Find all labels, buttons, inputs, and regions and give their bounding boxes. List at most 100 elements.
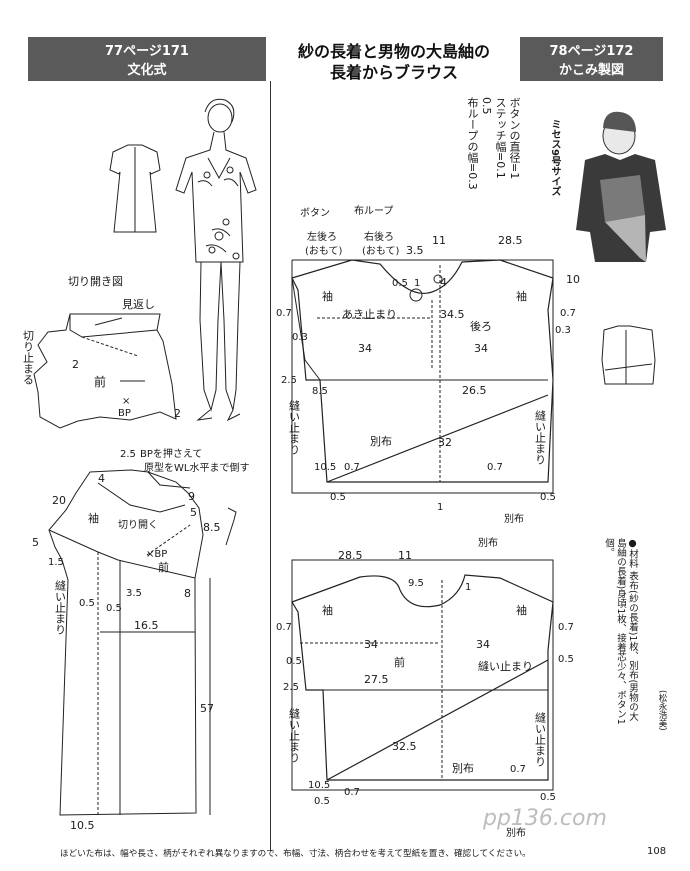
n105-label: 10.5 (314, 462, 336, 473)
n35-label: 3.5 (126, 588, 142, 599)
b-sode-r-label: 袖 (516, 603, 527, 617)
n1b-label: 1 (437, 502, 443, 513)
front-pattern-right (291, 559, 554, 791)
n35-label: 3.5 (406, 244, 424, 257)
b-nuidomari-label: 縫い止まり (478, 659, 533, 673)
sode-l-label: 袖 (322, 289, 333, 303)
left-column-drawing: 切り開き図 見返し 切り止まる 2 前 × BP 2 2.5 BPを押さえて 原… (22, 98, 257, 832)
back-pattern (291, 259, 554, 494)
bp-label: BP (118, 408, 131, 419)
n25-label: 2.5 (281, 375, 297, 386)
size-note: ミセス9号サイズ (549, 119, 560, 196)
n9-label: 9 (188, 490, 195, 503)
n05a-label: 0.5 (79, 598, 95, 609)
header-right: 78ページ172 かこみ製図 (520, 37, 663, 81)
akidomari-label: あき止まり (342, 308, 397, 321)
sode-r-label: 袖 (516, 289, 527, 303)
b-n05d-label: 0.5 (540, 792, 556, 803)
b-betsununo2-label: 別布 (452, 762, 474, 775)
b-n11-label: 11 (398, 549, 412, 562)
credit: (松永浩美) (657, 690, 667, 731)
b-n1-label: 1 (465, 582, 471, 593)
kirihiraki-label: 切り開き図 (68, 275, 123, 288)
front-pattern (48, 469, 237, 816)
n165-label: 16.5 (134, 619, 159, 632)
header-left-method: 文化式 (127, 63, 167, 78)
b-nui-r-label: 縫い止まり (534, 711, 547, 767)
b-n285-label: 28.5 (338, 549, 363, 562)
header-right-page: 78ページ172 (549, 44, 634, 59)
n20-label: 20 (52, 494, 66, 507)
n05b-label: 0.5 (106, 603, 122, 614)
materials-line1: ●材料 表布(紗の長着)1枚、別布(男物の大 (627, 538, 638, 722)
title-line1: 紗の長着と男物の大島紬の (297, 42, 490, 61)
b-n105-label: 10.5 (308, 780, 330, 791)
kiridome-label: 切り止まる (22, 330, 35, 385)
mikaeshi-label: 見返し (122, 298, 155, 311)
hidari-label: 左後ろ (307, 230, 337, 243)
button-note-line4: 布ループの幅=0.3 (466, 97, 479, 190)
b-n34a-label: 34 (364, 638, 378, 651)
bp-note2: 原型をWL水平まで倒す (144, 461, 249, 474)
n57-label: 57 (200, 702, 214, 715)
right-column-drawing: ボタン 布ループ 左後ろ (おもて) 右後ろ (おもて) 11 28.5 3.5… (276, 111, 667, 839)
b-n95-label: 9.5 (408, 578, 424, 589)
n32-label: 32 (438, 436, 452, 449)
omote1-label: (おもて) (305, 245, 343, 257)
n265-label: 26.5 (462, 384, 487, 397)
button-note-line3: 0.5 (480, 97, 493, 115)
n105-label: 10.5 (70, 819, 95, 832)
fashion-figure (175, 98, 257, 422)
ushiro-label: 後ろ (470, 319, 492, 333)
dress-back-flat (109, 144, 161, 233)
b-mae-label: 前 (394, 655, 405, 669)
n05b-label: 0.5 (330, 492, 346, 503)
b-n34b-label: 34 (476, 638, 490, 651)
n5b-label: 5 (32, 536, 39, 549)
b-betsununo3-label: 別布 (506, 827, 526, 839)
b-n05c-label: 0.5 (314, 796, 330, 807)
n1-label: 1 (414, 278, 420, 289)
model-photo (575, 111, 667, 265)
footer-note: ほどいた布は、幅や長さ、柄がそれぞれ異なりますので、布幅、寸法、柄合わせを考えて… (60, 849, 531, 859)
b-n07c-label: 0.7 (344, 787, 360, 798)
n4-label: 4 (98, 472, 105, 485)
nui-l-label: 縫い止まり (288, 399, 301, 455)
header-left: 77ページ171 文化式 (28, 37, 266, 81)
n8-label: 8 (184, 587, 191, 600)
n85-label: 8.5 (203, 521, 221, 534)
title-line2: 長着からブラウス (329, 63, 458, 82)
n05a-label: 0.5 (392, 278, 408, 289)
nui-r-label: 縫い止まり (534, 409, 547, 465)
button-note-line1: ボタンの直径=1 (508, 97, 521, 180)
header-left-page: 77ページ171 (105, 44, 189, 59)
button-note-line2: ステッチ幅=0.1 (494, 97, 507, 179)
n34a-label: 34 (358, 342, 372, 355)
n03a-label: 0.3 (292, 332, 308, 343)
facing-pattern (33, 313, 177, 429)
column-divider (270, 81, 271, 851)
b-n07a-label: 0.7 (276, 622, 292, 633)
kirihiraku-label: 切り開く (118, 519, 158, 531)
mae-label: 前 (94, 374, 106, 389)
sode-label: 袖 (88, 511, 99, 525)
n2b-label: 2 (174, 407, 181, 420)
betsununo2-label: 別布 (504, 513, 524, 525)
blouse-back-flat (601, 325, 656, 385)
materials-note: ●材料 表布(紗の長着)1枚、別布(男物の大 島紬の長着)身頃1枚、接着芯少々、… (602, 538, 638, 728)
nuidomari-left: 縫い止まり (54, 579, 67, 635)
xbp-label: ×BP (146, 549, 167, 560)
button-note: ボタンの直径=1 ステッチ幅=0.1 0.5 布ループの幅=0.3 (465, 97, 521, 217)
b-n05a-label: 0.5 (286, 656, 302, 667)
n5-label: 5 (190, 506, 197, 519)
omote2-label: (おもて) (362, 245, 400, 257)
n05c-label: 0.5 (540, 492, 556, 503)
materials-line2: 島紬の長着)身頃1枚、接着芯少々、ボタン1 (615, 538, 626, 725)
b-n25-label: 2.5 (283, 682, 299, 693)
header-right-method: かこみ製図 (558, 63, 624, 78)
n03b-label: 0.3 (555, 325, 571, 336)
n25-label: 2.5 (120, 449, 136, 460)
header-title: 紗の長着と男物の大島紬の 長着からブラウス (270, 37, 518, 82)
n2a-label: 2 (72, 358, 79, 371)
b-sode-l-label: 袖 (322, 603, 333, 617)
